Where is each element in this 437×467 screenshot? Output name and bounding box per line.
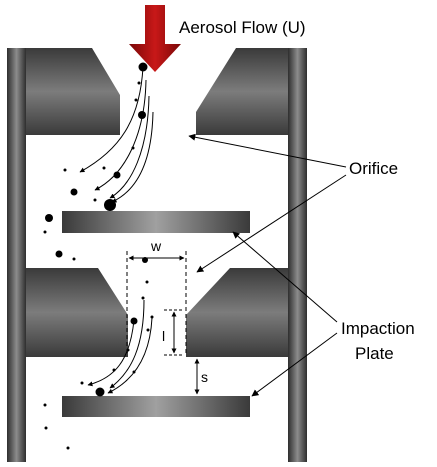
impaction-plate-upper: [62, 211, 250, 233]
orifice-leaders: [188, 133, 347, 273]
impaction-plate-label-line1: Impaction: [341, 319, 415, 338]
left-wall: [7, 48, 26, 462]
aerosol-flow-arrow: [129, 5, 181, 72]
impaction-plate-label-line2: Plate: [355, 344, 394, 363]
orifice-label: Orifice: [349, 159, 398, 178]
dimension-l: [164, 309, 184, 356]
dimension-w-label: w: [150, 238, 162, 254]
nozzle-block-left-lower: [26, 268, 128, 357]
nozzle-block-left-upper: [26, 48, 120, 135]
impaction-plate-leaders: [232, 231, 338, 397]
dimension-l-label: l: [162, 328, 165, 344]
particles-upper: [43, 62, 148, 261]
particle-trajectories-upper: [79, 66, 154, 203]
impaction-plate-lower: [62, 396, 250, 417]
nozzle-block-right-upper: [196, 48, 288, 135]
right-wall: [288, 48, 307, 462]
aerosol-flow-label: Aerosol Flow (U): [179, 18, 306, 37]
particles-lower: [43, 257, 154, 450]
particle-trajectories-lower: [87, 299, 153, 394]
dimension-s-label: s: [201, 369, 208, 385]
dimension-w: [126, 251, 187, 355]
nozzle-block-right-lower: [186, 268, 288, 357]
